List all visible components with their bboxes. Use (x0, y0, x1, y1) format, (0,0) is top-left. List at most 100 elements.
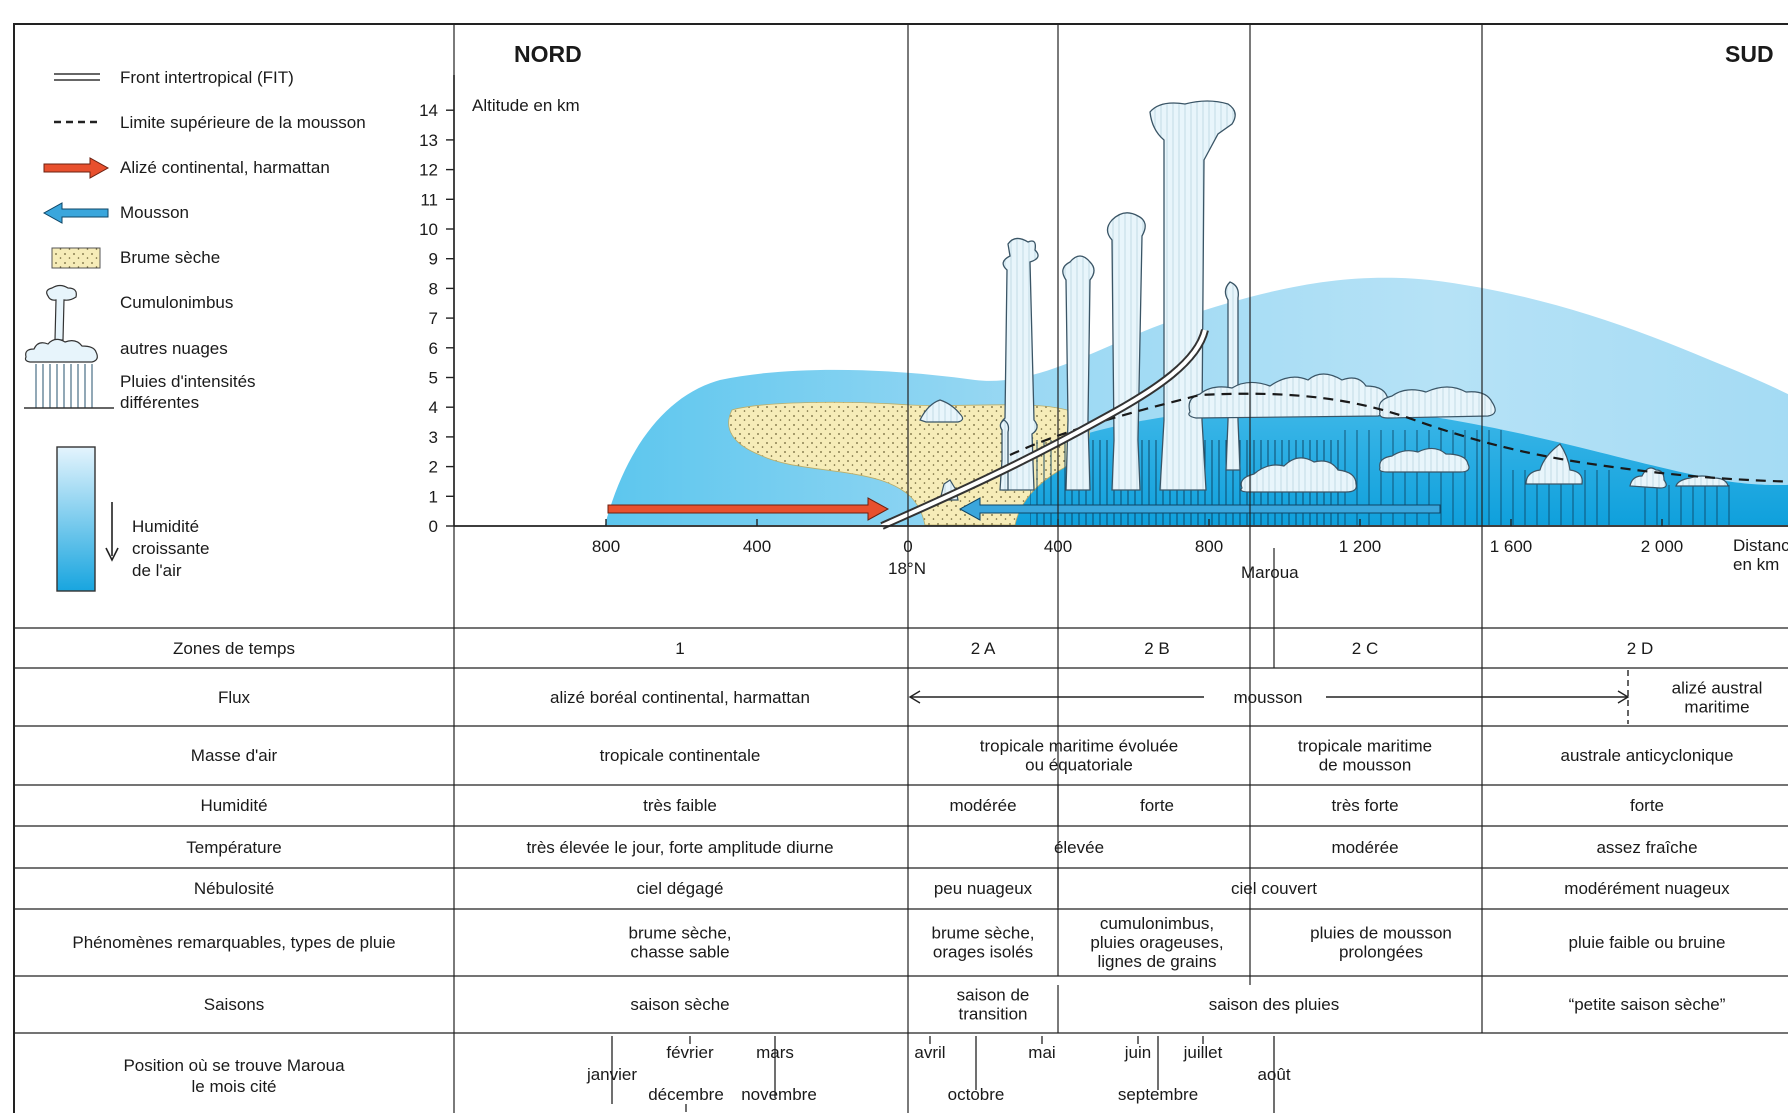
row-label: Phénomènes remarquables, types de pluie (72, 933, 395, 952)
distance-tick-label: 800 (1195, 537, 1223, 556)
table-cell: élevée (1054, 838, 1104, 857)
south-header: SUD (1725, 41, 1774, 67)
table-cell: ciel couvert (1231, 879, 1317, 898)
altitude-tick-label: 5 (429, 369, 438, 388)
legend-dry-haze-swatch (51, 247, 101, 269)
maroua-label: Maroua (1241, 563, 1299, 582)
altitude-tick-label: 11 (420, 190, 438, 209)
row-label: Zones de temps (173, 639, 295, 658)
table-cell: pluie faible ou bruine (1569, 933, 1726, 952)
table-cell: brume sèche,orages isolés (932, 924, 1035, 962)
table-cell: peu nuageux (934, 879, 1033, 898)
legend-monsoon-label: Mousson (120, 203, 189, 222)
altitude-tick-label: 13 (419, 131, 438, 150)
table-cell: alizé boréal continental, harmattan (550, 688, 810, 707)
table-cell: très élevée le jour, forte amplitude diu… (526, 838, 833, 857)
monsoon-upper-limit (1009, 392, 1788, 483)
altitude-tick-label: 4 (429, 398, 438, 417)
month-label: mai (1028, 1043, 1055, 1062)
harmattan-arrow (607, 497, 890, 521)
legend-cumulonimbus-label: Cumulonimbus (120, 293, 233, 312)
table-cell: 1 (675, 639, 684, 658)
legend-rain-label-1: Pluies d'intensités (120, 372, 256, 391)
legend-other-clouds-label: autres nuages (120, 339, 228, 358)
table-cell: mousson (1234, 688, 1303, 707)
month-label: avril (914, 1043, 945, 1062)
month-label: octobre (948, 1085, 1005, 1104)
altitude-tick-label: 6 (429, 339, 438, 358)
zone-boundaries (453, 24, 1483, 1113)
altitude-tick-label: 2 (429, 458, 438, 477)
legend-dry-haze-label: Brume sèche (120, 248, 220, 267)
legend-humidity-label-2: croissante (132, 539, 209, 558)
humidity-gradient-bar (56, 446, 96, 592)
row-label: Nébulosité (194, 879, 274, 898)
month-label: août (1257, 1065, 1290, 1084)
month-label: juillet (1183, 1043, 1223, 1062)
table-cell: modérément nuageux (1564, 879, 1730, 898)
latitude-label: 18°N (888, 559, 926, 578)
distance-tick-label: 1 200 (1339, 537, 1382, 556)
altitude-tick-label: 12 (419, 161, 438, 180)
rain-icon (24, 364, 114, 409)
table-cell: “petite saison sèche” (1569, 995, 1726, 1014)
table-cell: 2 B (1144, 639, 1170, 658)
month-label: novembre (741, 1085, 817, 1104)
distance-tick-label: 400 (743, 537, 771, 556)
intertropical-front (880, 328, 1209, 530)
table-cell: très faible (643, 796, 717, 815)
month-label: septembre (1118, 1085, 1198, 1104)
row-label: Saisons (204, 995, 264, 1014)
month-label: janvier (586, 1065, 637, 1084)
legend-monsoon-limit-label: Limite supérieure de la mousson (120, 113, 366, 132)
legend-monsoon-arrow-icon (42, 202, 109, 224)
distance-tick-label: 1 600 (1490, 537, 1533, 556)
altitude-tick-label: 8 (429, 279, 438, 298)
altitude-axis-label: Altitude en km (472, 96, 580, 115)
table-cell: 2 C (1352, 639, 1378, 658)
monsoon-arrow (958, 497, 1441, 521)
distance-axis-label-2: en km (1733, 555, 1779, 574)
row-label: Position où se trouve Maroua (123, 1056, 345, 1075)
table-cell: forte (1630, 796, 1664, 815)
altitude-tick-label: 7 (429, 309, 438, 328)
altitude-tick-label: 0 (429, 517, 438, 536)
altitude-tick-label: 1 (429, 487, 438, 506)
table-cell: brume sèche,chasse sable (629, 924, 732, 962)
north-header: NORD (514, 41, 582, 67)
table-cell: saison des pluies (1209, 995, 1339, 1014)
table-cell: modérée (1331, 838, 1398, 857)
cumulonimbus-icon (24, 284, 98, 363)
month-label: décembre (648, 1085, 724, 1104)
mousson-span-arrow (908, 670, 1630, 724)
table-cell: tropicale continentale (600, 746, 761, 765)
legend-humidity-label-3: de l'air (132, 561, 182, 580)
rain-curtain (1640, 485, 1740, 525)
distance-tick-label: 2 000 (1641, 537, 1684, 556)
diagram-frame (13, 23, 1788, 1113)
table-cell: cumulonimbus,pluies orageuses,lignes de … (1090, 914, 1223, 971)
legend-harmattan-label: Alizé continental, harmattan (120, 158, 330, 177)
table-cell: ciel dégagé (637, 879, 724, 898)
table-cell: 2 D (1627, 639, 1653, 658)
altitude-tick-label: 14 (419, 101, 438, 120)
row-label: Humidité (200, 796, 267, 815)
row-label: Température (186, 838, 281, 857)
legend-harmattan-arrow-icon (43, 157, 110, 179)
month-label: mars (756, 1043, 794, 1062)
table-cell: modérée (949, 796, 1016, 815)
legend-fit-label: Front intertropical (FIT) (120, 68, 294, 87)
month-label: février (666, 1043, 714, 1062)
legend-humidity-label-1: Humidité (132, 517, 199, 536)
altitude-tick-label: 3 (429, 428, 438, 447)
row-label: Flux (218, 688, 251, 707)
